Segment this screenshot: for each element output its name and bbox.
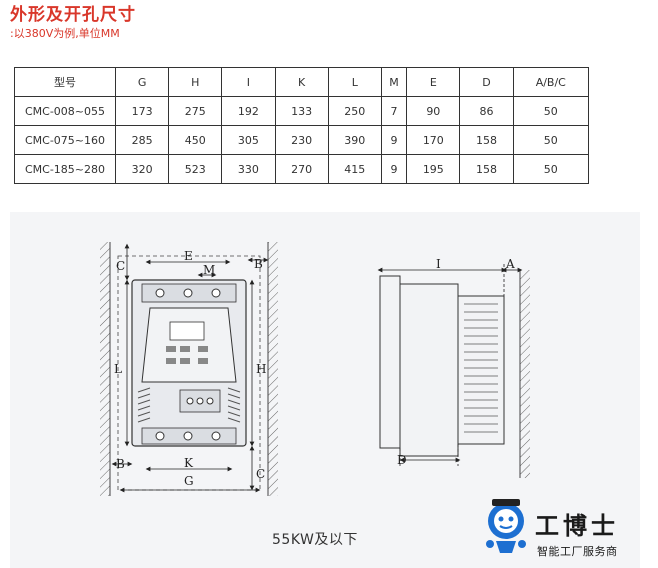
col-header: K xyxy=(274,67,329,97)
table-cell: 390 xyxy=(327,125,382,155)
label-c-bottom: C xyxy=(256,467,265,481)
logo-tagline: 智能工厂服务商 xyxy=(537,545,618,558)
table-cell: 270 xyxy=(274,154,329,184)
col-header: H xyxy=(168,67,223,97)
table-cell: 173 xyxy=(114,96,170,126)
table-cell: CMC-008~055 xyxy=(14,96,116,126)
table-cell: 415 xyxy=(327,154,382,184)
col-header: 型号 xyxy=(14,67,116,97)
label-e: E xyxy=(184,249,193,263)
col-header: A/B/C xyxy=(512,67,590,97)
table-cell: 230 xyxy=(274,125,329,155)
table-cell: 7 xyxy=(380,96,408,126)
cutout-outline xyxy=(117,255,261,491)
table-cell: 9 xyxy=(380,125,408,155)
col-header: E xyxy=(406,67,461,97)
robot-mascot-icon xyxy=(486,499,526,553)
col-header: L xyxy=(327,67,382,97)
logo-name: 工博士 xyxy=(535,511,619,540)
table-cell: 158 xyxy=(459,154,514,184)
table-header-row: 型号 G H I K L M E D A/B/C xyxy=(14,67,590,97)
table-cell: 90 xyxy=(406,96,461,126)
table-cell: CMC-075~160 xyxy=(14,125,116,155)
table-cell: 523 xyxy=(168,154,223,184)
page-title: 外形及开孔尺寸 xyxy=(10,5,136,25)
label-l: L xyxy=(114,362,122,376)
col-header: M xyxy=(380,67,408,97)
table-cell: 86 xyxy=(459,96,514,126)
label-i: I xyxy=(436,257,441,271)
drawing-caption: 55KW及以下 xyxy=(272,532,358,548)
col-header: I xyxy=(221,67,276,97)
table-cell: CMC-185~280 xyxy=(14,154,116,184)
table-cell: 285 xyxy=(114,125,170,155)
table-cell: 158 xyxy=(459,125,514,155)
table-cell: 195 xyxy=(406,154,461,184)
table-cell: 250 xyxy=(327,96,382,126)
col-header: G xyxy=(114,67,170,97)
table-row: CMC-075~160 285 450 305 230 390 9 170 15… xyxy=(14,125,590,155)
left-wall-hatch xyxy=(100,242,110,496)
label-c-top: C xyxy=(116,259,125,273)
table-cell: 450 xyxy=(168,125,223,155)
unit-note: :以380V为例,单位MM xyxy=(10,27,120,40)
col-header: D xyxy=(459,67,514,97)
table-cell: 50 xyxy=(512,125,590,155)
table-cell: 305 xyxy=(221,125,276,155)
front-view: C E M B L H B K G C xyxy=(100,242,278,496)
starter-device xyxy=(131,279,247,447)
table-row: CMC-185~280 320 523 330 270 415 9 195 15… xyxy=(14,154,590,184)
label-b-top: B xyxy=(254,257,263,271)
table-row: CMC-008~055 173 275 192 133 250 7 90 86 … xyxy=(14,96,590,126)
drawing-panel: C E M B L H B K G C xyxy=(10,212,640,568)
label-a: A xyxy=(505,257,515,271)
label-d: D xyxy=(397,453,407,467)
label-g: G xyxy=(184,474,194,488)
dimension-table: 型号 G H I K L M E D A/B/C CMC-008~055 173… xyxy=(14,67,590,184)
table-cell: 192 xyxy=(221,96,276,126)
side-device xyxy=(379,275,505,457)
dimension-drawing: C E M B L H B K G C xyxy=(100,242,530,496)
label-h: H xyxy=(256,362,266,376)
table-cell: 50 xyxy=(512,154,590,184)
right-wall-hatch xyxy=(268,242,278,496)
label-k: K xyxy=(184,456,194,470)
label-m: M xyxy=(203,263,215,277)
table-cell: 50 xyxy=(512,96,590,126)
table-cell: 320 xyxy=(114,154,170,184)
table-cell: 133 xyxy=(274,96,329,126)
table-cell: 275 xyxy=(168,96,223,126)
side-wall-hatch xyxy=(520,270,530,478)
table-cell: 170 xyxy=(406,125,461,155)
table-cell: 330 xyxy=(221,154,276,184)
side-view: I A D xyxy=(377,257,530,478)
table-cell: 9 xyxy=(380,154,408,184)
label-b-bottom: B xyxy=(116,457,125,471)
